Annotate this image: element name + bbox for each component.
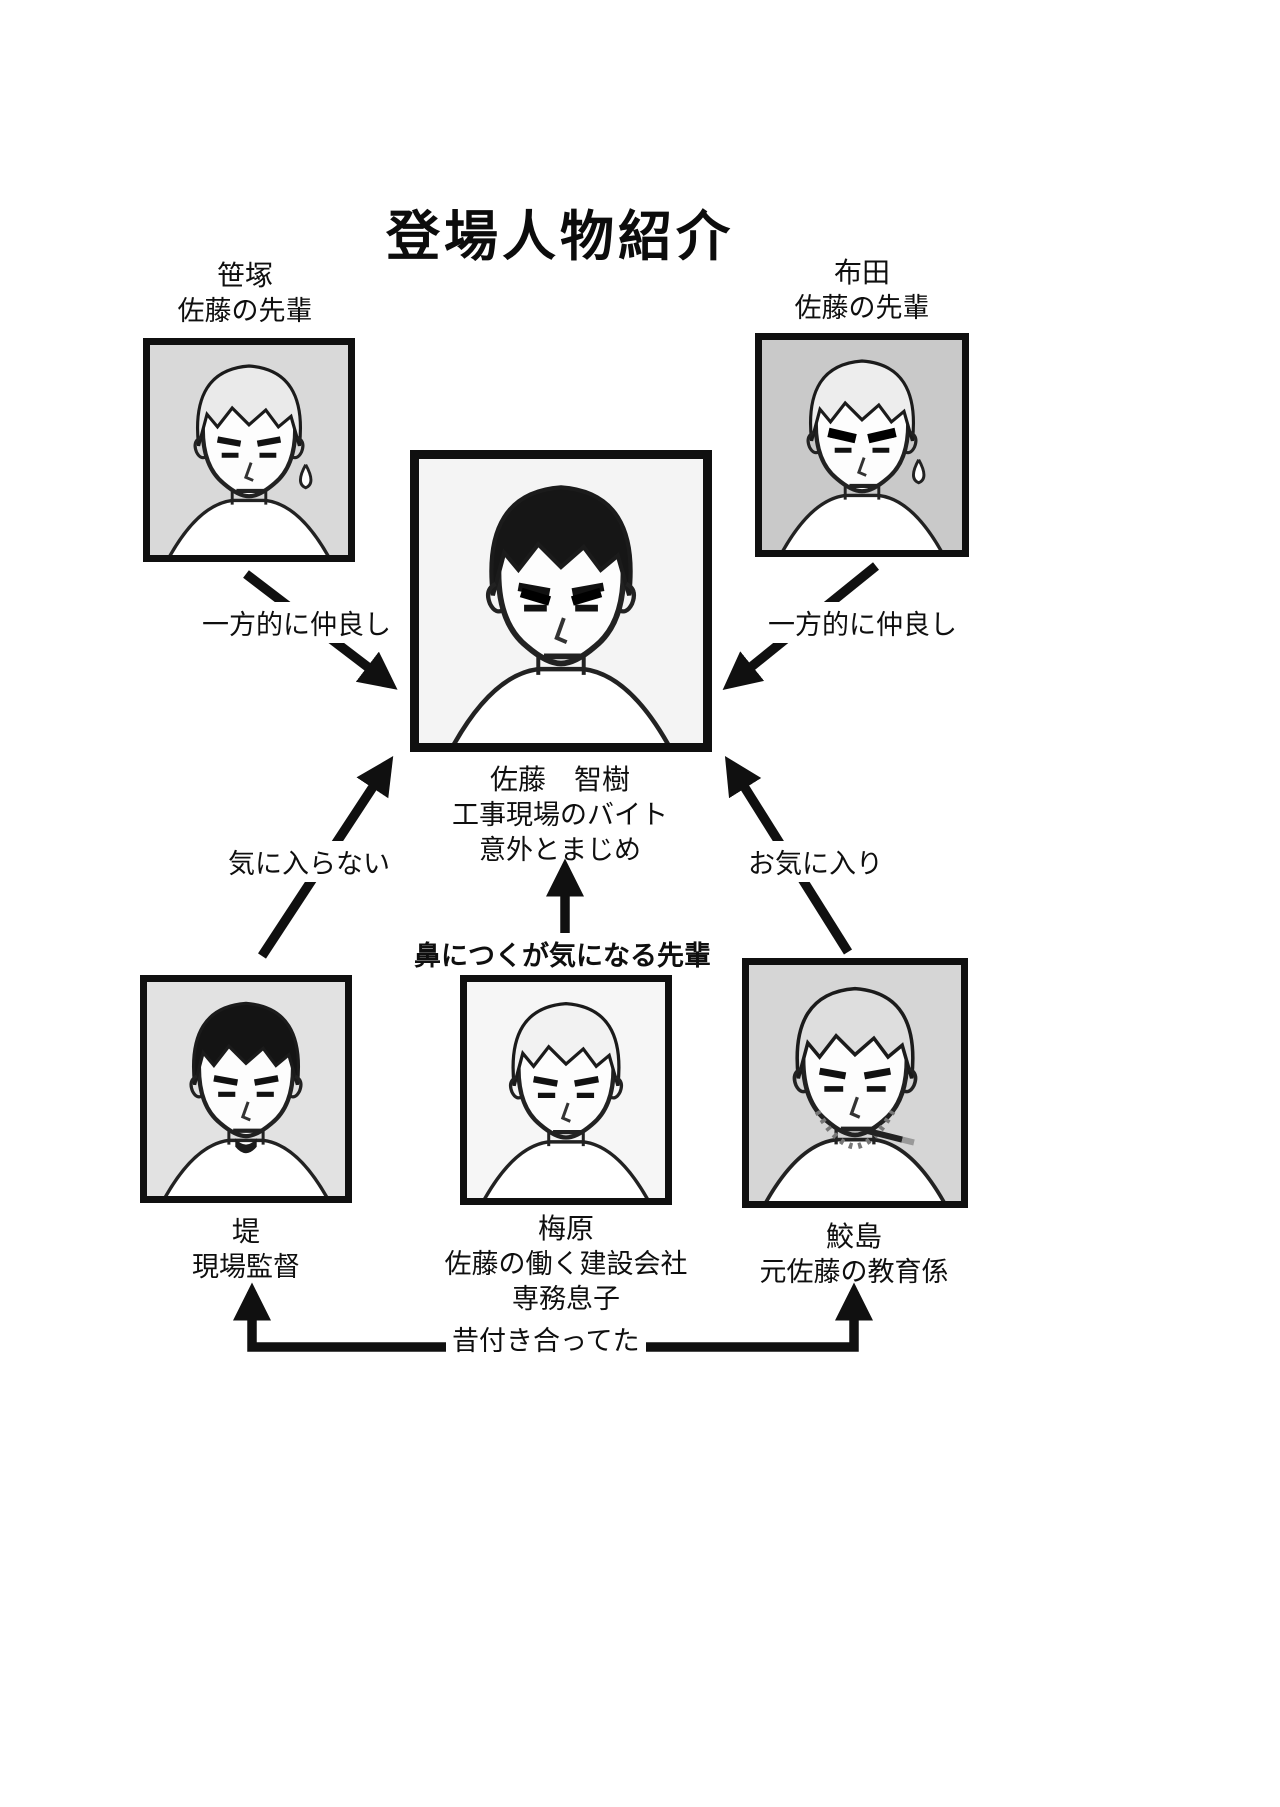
character-name: 笹塚 [216,260,273,291]
sasazuka-face-illustration [150,345,348,555]
relation-label-fuda-sato: 一方的に仲良し [762,602,963,643]
character-note: 専務息子 [512,1284,620,1315]
character-role: 工事現場のバイト [452,800,668,831]
character-role: 佐藤の働く建設会社 [444,1249,688,1280]
relation-label-samejima-sato: お気に入り [742,841,889,882]
portrait-fuda [755,333,969,557]
portrait-tsutsumi [140,975,352,1203]
relation-label-tsutsumi-samejima: 昔付き合ってた [446,1318,646,1359]
character-name: 布田 [833,257,890,288]
character-role: 佐藤の先輩 [177,296,313,327]
portrait-sasazuka [143,338,355,562]
character-note: 意外とまじめ [479,835,641,866]
fuda-face-illustration [762,340,962,550]
samejima-face-illustration [749,965,961,1201]
character-name: 堤 [231,1216,260,1247]
character-label-sato: 佐藤 智樹 工事現場のバイト 意外とまじめ [395,762,725,869]
relation-label-umehara-sato: 鼻につくが気になる先輩 [408,933,717,974]
character-label-tsutsumi: 堤 現場監督 [106,1214,386,1285]
umehara-face-illustration [467,982,665,1198]
portrait-umehara [460,975,672,1205]
character-label-samejima: 鮫島 元佐藤の教育係 [714,1219,994,1290]
tsutsumi-face-illustration [147,982,345,1196]
relation-label-sasazuka-sato: 一方的に仲良し [196,602,397,643]
character-label-sasazuka: 笹塚 佐藤の先輩 [105,258,385,329]
character-role: 現場監督 [192,1252,300,1283]
character-role: 佐藤の先輩 [794,293,930,324]
character-name: 梅原 [537,1213,594,1244]
sato-face-illustration [419,459,703,743]
character-label-umehara: 梅原 佐藤の働く建設会社 専務息子 [396,1211,736,1318]
character-name: 鮫島 [825,1221,882,1252]
portrait-sato [410,450,712,752]
character-role: 元佐藤の教育係 [759,1257,949,1288]
relation-label-tsutsumi-sato: 気に入らない [222,841,396,882]
page-title: 登場人物紹介 [386,204,734,268]
character-label-fuda: 布田 佐藤の先輩 [722,255,1002,326]
portrait-samejima [742,958,968,1208]
character-name: 佐藤 智樹 [489,764,630,795]
